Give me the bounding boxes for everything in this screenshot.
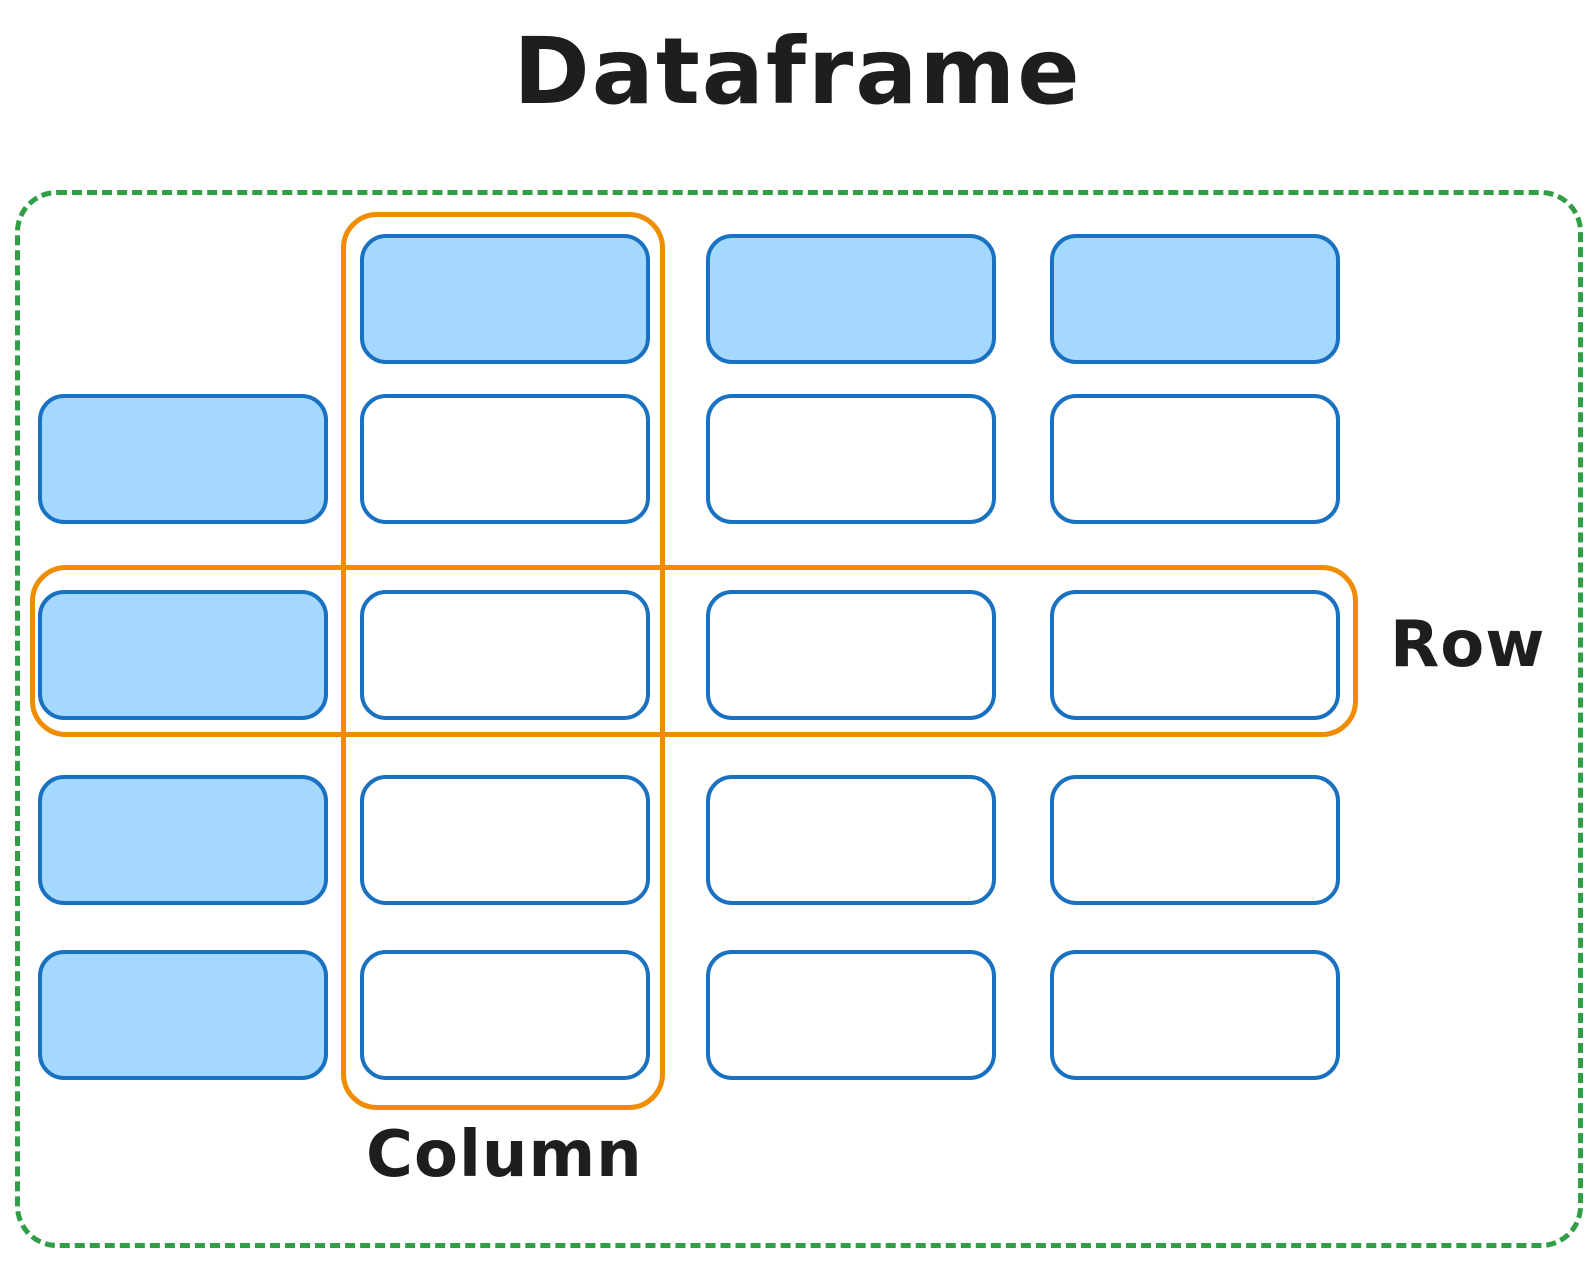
cell-r3-c2 [360, 590, 650, 720]
cell-r3-c1 [38, 590, 328, 720]
cell-r1-c3 [706, 234, 996, 364]
row-label: Row [1390, 608, 1546, 682]
cell-r5-c3 [706, 950, 996, 1080]
cell-r2-c2 [360, 394, 650, 524]
cell-r1-c2 [360, 234, 650, 364]
cell-r5-c2 [360, 950, 650, 1080]
column-label: Column [366, 1118, 643, 1192]
cell-r4-c3 [706, 775, 996, 905]
cell-r5-c4 [1050, 950, 1340, 1080]
cell-r3-c3 [706, 590, 996, 720]
cell-r2-c1 [38, 394, 328, 524]
cell-r5-c1 [38, 950, 328, 1080]
cell-r4-c2 [360, 775, 650, 905]
cell-r3-c4 [1050, 590, 1340, 720]
dataframe-boundary [15, 190, 1583, 1248]
cell-r2-c4 [1050, 394, 1340, 524]
cell-r1-c4 [1050, 234, 1340, 364]
cell-r2-c3 [706, 394, 996, 524]
diagram-title: Dataframe [513, 18, 1082, 125]
cell-r4-c1 [38, 775, 328, 905]
cell-r4-c4 [1050, 775, 1340, 905]
